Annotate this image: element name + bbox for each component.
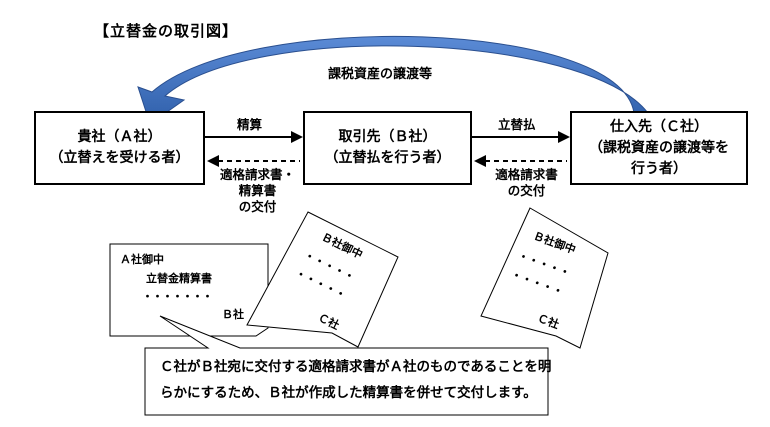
settlement-issuer: Ｂ社 — [222, 308, 244, 321]
box-a-line1: 貴社（Ａ社） — [77, 129, 162, 145]
callout-line-2: らかにするため、Ｂ社が作成した精算書を併せて交付します。 — [160, 385, 537, 401]
ab-return-arrow-head — [207, 155, 219, 167]
ab-return-line2: 精算書 — [238, 183, 277, 198]
box-b-company: 取引先（Ｂ社） （立替払を行う者） — [303, 111, 472, 185]
settlement-title: 立替金精算書 — [146, 272, 212, 285]
settlement-addressee: Ａ社御中 — [120, 253, 164, 266]
tatekaebarai-arrow-head — [558, 131, 570, 143]
bc-return-label: 適格請求書 の交付 — [484, 167, 569, 199]
box-c-line2: （課税資産の譲渡等を — [589, 139, 729, 156]
box-c-company: 仕入先（Ｃ社） （課税資産の譲渡等を 行う者） — [570, 111, 748, 185]
ab-return-line1: 適格請求書・ — [219, 167, 295, 182]
box-c-line3: 行う者） — [631, 160, 687, 177]
seisan-label: 精算 — [237, 117, 263, 132]
invoice-document-2 — [480, 207, 609, 349]
ab-return-line3: の交付 — [238, 199, 277, 214]
bc-return-line1: 適格請求書 — [495, 167, 558, 182]
settlement-document — [109, 243, 269, 337]
ab-return-label: 適格請求書・ 精算書 の交付 — [215, 167, 300, 215]
seisan-arrow-head — [291, 131, 303, 143]
box-c-line1: 仕入先（Ｃ社） — [610, 118, 708, 135]
page-title: 【立替金の取引図】 — [94, 22, 239, 40]
box-a-line2: （立替えを受ける者） — [49, 150, 190, 166]
box-b-line2: （立替払を行う者） — [324, 150, 451, 166]
tatekaebarai-label: 立替払 — [498, 117, 536, 132]
top-arrow-label: 課税資産の譲渡等 — [328, 67, 433, 82]
invoice-1-issuer: Ｃ社 — [315, 310, 342, 333]
invoice-document-1 — [246, 211, 399, 348]
callout-bubble — [144, 315, 549, 416]
callout-line-1: Ｃ社がＢ社宛に交付する適格請求書がＡ社のものであることを明 — [160, 359, 552, 375]
bc-return-line2: の交付 — [507, 183, 546, 198]
bc-return-arrow-head — [474, 155, 486, 167]
settlement-dots: ・・・・・・・ — [142, 290, 213, 303]
curved-blue-arrow — [137, 35, 650, 125]
box-b-line1: 取引先（Ｂ社） — [338, 129, 437, 145]
box-a-company: 貴社（Ａ社） （立替えを受ける者） — [34, 111, 205, 185]
